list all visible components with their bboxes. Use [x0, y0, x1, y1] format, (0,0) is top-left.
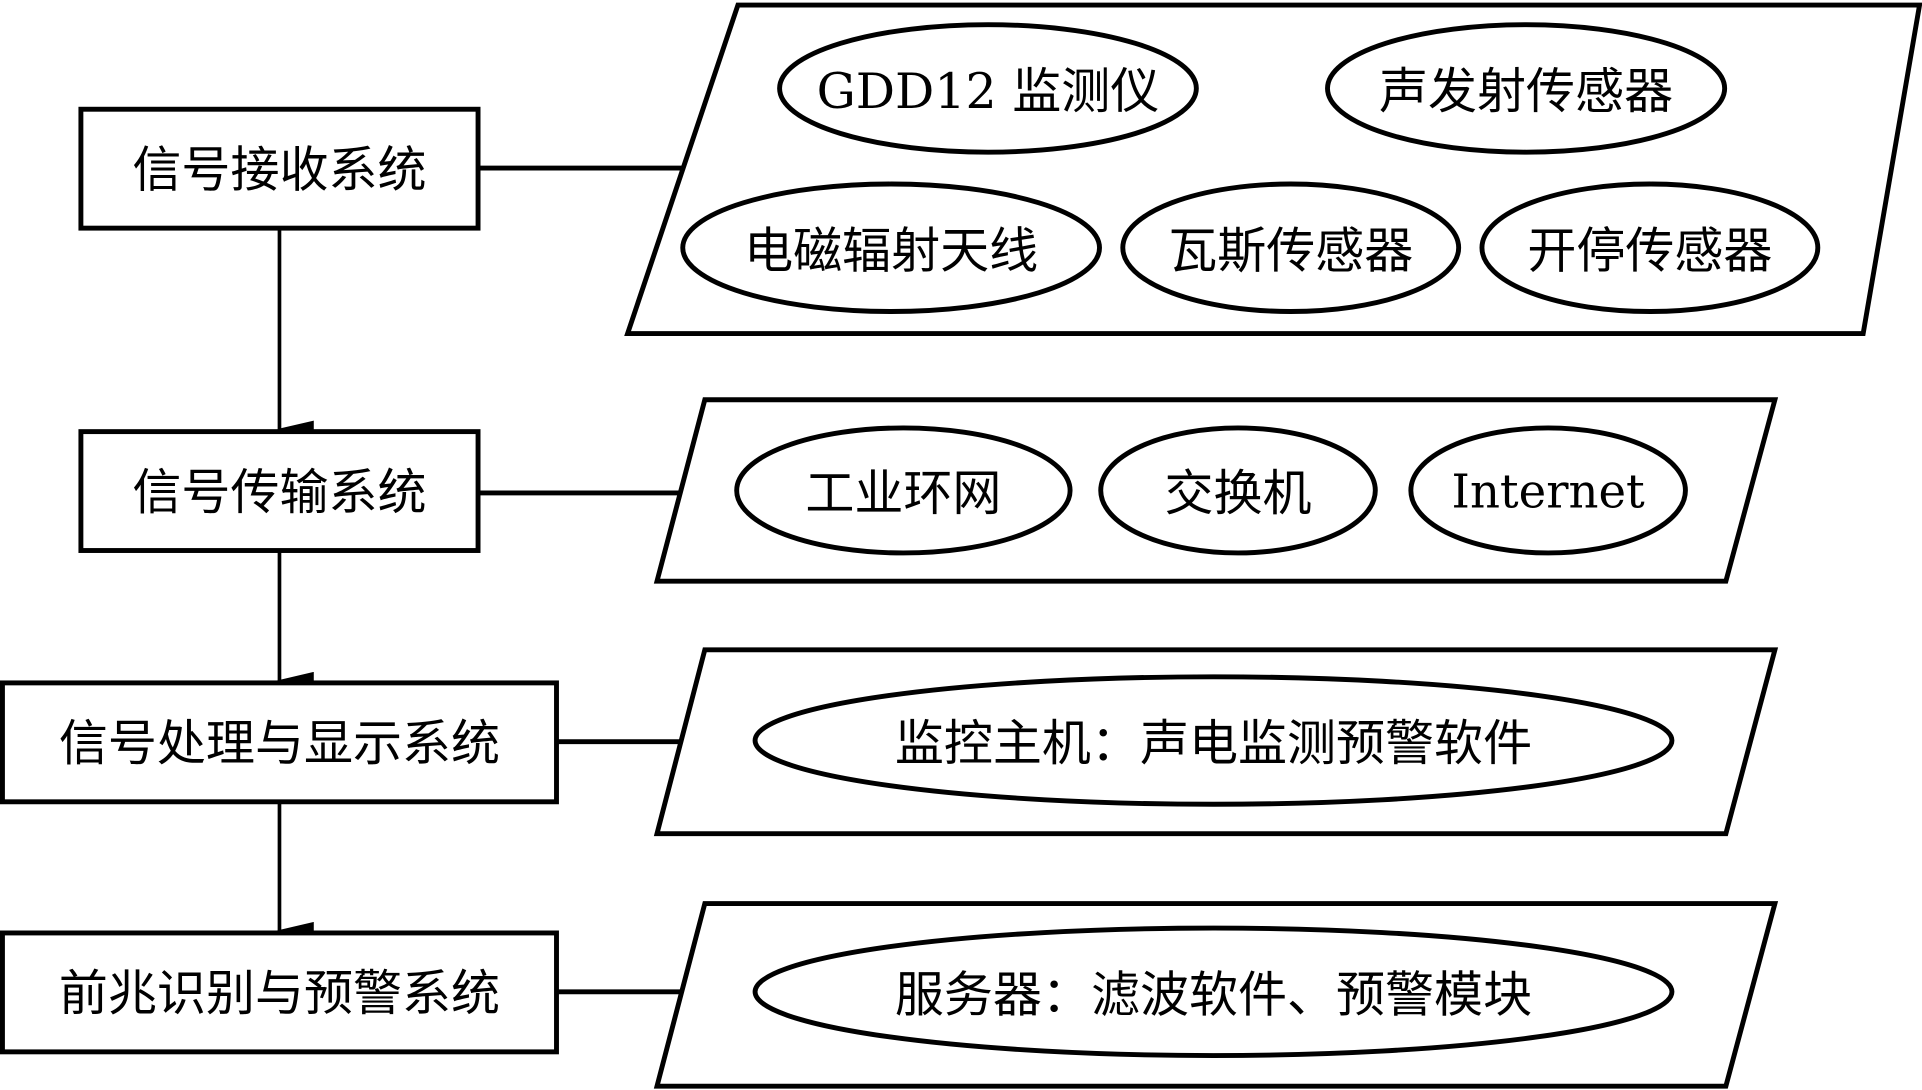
component-label: 交换机: [1164, 464, 1311, 522]
component-ellipse: [680, 181, 1102, 314]
system-box-receiving: [78, 106, 481, 231]
system-row-processing: 信号处理与显示系统 监控主机：声电监测预警软件: [0, 647, 1779, 837]
component-ellipse: [1120, 181, 1462, 314]
component-ellipse: [752, 674, 1675, 807]
component-ellipse: [734, 425, 1073, 556]
system-label-transmission: 信号传输系统: [132, 463, 426, 521]
component-label: 电磁辐射天线: [744, 221, 1038, 279]
component-ellipse: [1408, 425, 1688, 556]
component-label: 监控主机：声电监测预警软件: [895, 714, 1532, 772]
system-row-warning: 前兆识别与预警系统 服务器：滤波软件、预警模块: [0, 901, 1779, 1089]
component-label: 工业环网: [805, 464, 1001, 522]
system-label-processing: 信号处理与显示系统: [59, 714, 500, 772]
component-label: GDD12 监测仪: [817, 62, 1160, 120]
component-ellipse: [1098, 425, 1378, 556]
system-label-receiving: 信号接收系统: [132, 140, 426, 198]
system-box-processing: [0, 680, 559, 805]
system-row-transmission: 信号传输系统 工业环网 交换机 Internet: [78, 397, 1779, 584]
system-label-warning: 前兆识别与预警系统: [59, 964, 500, 1022]
component-ellipse: [752, 925, 1675, 1058]
component-label: Internet: [1452, 465, 1645, 519]
component-label: 声发射传感器: [1379, 62, 1673, 120]
component-label: 服务器：滤波软件、预警模块: [895, 965, 1532, 1023]
component-ellipse: [1479, 181, 1821, 314]
component-ellipse: [1325, 22, 1728, 155]
component-label: 瓦斯传感器: [1168, 221, 1413, 279]
system-box-transmission: [78, 429, 481, 553]
system-row-receiving: 信号接收系统 GDD12 监测仪 声发射传感器 电磁辐射天线 瓦斯传感器 开停传…: [78, 2, 1922, 337]
component-ellipse: [777, 22, 1199, 155]
component-label: 开停传感器: [1527, 221, 1772, 279]
